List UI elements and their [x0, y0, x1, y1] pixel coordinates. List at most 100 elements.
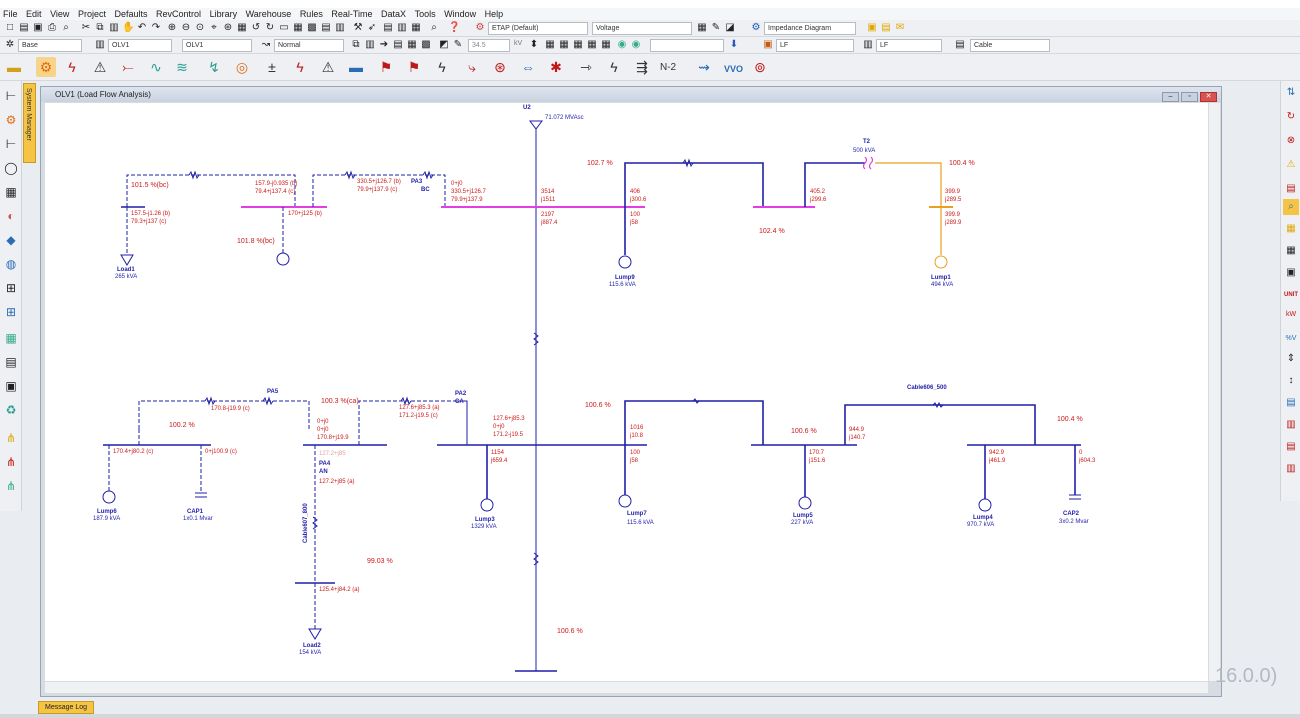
lump9-symbol[interactable] [618, 255, 632, 269]
network4-icon[interactable]: ▦ [587, 39, 597, 50]
map-icon[interactable]: ▦ [5, 331, 17, 345]
cap1-symbol[interactable] [195, 492, 207, 498]
cap2-symbol[interactable] [1069, 494, 1081, 500]
recycle-icon[interactable]: ♻ [5, 403, 17, 417]
lump6-symbol[interactable] [102, 490, 116, 504]
load-flow-run-icon[interactable]: ⚙ [36, 57, 56, 77]
arrow-icon[interactable]: ➶ [367, 22, 377, 33]
table-icon[interactable]: ▦ [293, 22, 303, 33]
branch-pa3[interactable] [312, 174, 446, 207]
waveform-icon[interactable]: ≋ [176, 59, 188, 75]
power-flow-icon[interactable]: ⚑ [379, 59, 393, 75]
report-manager-icon[interactable]: ▤ [1286, 183, 1296, 194]
status-icon[interactable]: ◉ [617, 39, 627, 50]
rail-icon[interactable]: ⇝ [698, 59, 710, 75]
chart-icon[interactable]: ▩ [307, 22, 317, 33]
wrench-icon[interactable]: ⚒ [353, 22, 363, 33]
network-tree-icon[interactable]: ⊢ [5, 89, 17, 103]
cable-view-icon[interactable]: ◐ [7, 209, 15, 223]
preset-gear-icon[interactable]: ⚙ [475, 22, 485, 33]
cable-select[interactable]: Cable [970, 39, 1050, 52]
ground-grid-view-icon[interactable]: ◯ [4, 161, 18, 175]
config-select[interactable]: Normal [274, 39, 344, 52]
percent-voltage-icon[interactable]: %V [1285, 335, 1297, 342]
menu-view[interactable]: View [50, 9, 70, 19]
menu-edit[interactable]: Edit [26, 9, 42, 19]
pan-icon[interactable]: ✋ [122, 22, 135, 33]
battery-icon[interactable]: ▬ [349, 59, 363, 75]
rotate-right-icon[interactable]: ↻ [265, 22, 275, 33]
menu-library[interactable]: Library [209, 9, 238, 19]
t2-symbol[interactable] [862, 156, 874, 170]
pq-icon[interactable]: ⊚ [754, 59, 766, 75]
oneline-select[interactable]: OLV1 [108, 39, 172, 52]
close-button[interactable]: ✕ [1200, 92, 1217, 102]
zoom-out-icon[interactable]: ⊖ [181, 22, 191, 33]
switch-icon[interactable]: ⇾ [580, 59, 592, 75]
config-arrow-icon[interactable]: ➔ [379, 39, 389, 50]
copy-icon[interactable]: ⧉ [96, 22, 104, 33]
transient-icon[interactable]: ϟ [438, 59, 446, 75]
config-icon[interactable]: ↝ [261, 39, 271, 50]
status2-icon[interactable]: ◉ [631, 39, 641, 50]
search-display-icon[interactable]: ⌕ [1283, 199, 1299, 215]
branch-cable606[interactable] [844, 404, 1036, 445]
stop-icon[interactable]: ⊗ [1286, 135, 1296, 146]
terminal-icon[interactable]: ▣ [5, 379, 17, 393]
branch-pa-left[interactable] [126, 174, 296, 207]
cable-icon[interactable]: ▤ [955, 39, 965, 50]
kv-edit-icon[interactable]: ✎ [453, 39, 463, 50]
menu-file[interactable]: File [3, 9, 18, 19]
unbalanced-icon[interactable]: ϟ [296, 59, 304, 75]
save-icon[interactable]: ▣ [33, 22, 43, 33]
system-manager-tab[interactable]: System Manager [23, 83, 36, 163]
diagram-select[interactable]: Impedance Diagram [764, 22, 856, 35]
pv-icon[interactable]: ⇅ [1286, 87, 1296, 98]
restore-button[interactable]: ▫ [1181, 92, 1198, 102]
zoom-area-icon[interactable]: ⊛ [223, 22, 233, 33]
hyperlink-icon[interactable]: ▤ [321, 22, 331, 33]
branch-to-t2[interactable] [804, 162, 865, 207]
branch-pa2-solid[interactable] [453, 400, 468, 445]
network-icon[interactable]: ▦ [545, 39, 555, 50]
reliability-icon[interactable]: ◎ [235, 59, 249, 75]
display-options-icon[interactable]: ▦ [697, 22, 707, 33]
cable-pull-icon[interactable]: ⇔ [521, 59, 535, 75]
alert-icon[interactable]: ⚠ [93, 59, 107, 75]
hierarchy2-icon[interactable]: ⋔ [5, 455, 17, 469]
motor-symbol[interactable] [276, 252, 290, 266]
config-view-icon[interactable]: ▩ [421, 39, 431, 50]
open-folder-icon[interactable]: ▤ [19, 22, 29, 33]
dc-icon[interactable]: ⤷ [468, 59, 476, 75]
n2-contingency-button[interactable]: N-2 [660, 62, 677, 73]
branch-pa5[interactable] [138, 400, 310, 429]
library-icon[interactable]: ▥ [335, 22, 345, 33]
coordination-icon[interactable]: ✱ [550, 59, 562, 75]
lightning-icon[interactable]: ϟ [68, 59, 76, 75]
oneline-diagram-canvas[interactable]: .bb { stroke:#1f1fa8; stroke-width:1.6; … [45, 103, 1208, 681]
config-edit-icon[interactable]: ▦ [407, 39, 417, 50]
menu-rules[interactable]: Rules [299, 9, 323, 19]
kw-kvar-icon[interactable]: kW [1285, 311, 1297, 318]
unit-icon[interactable]: UNIT [1284, 292, 1298, 298]
lump5-symbol[interactable] [798, 496, 812, 510]
harmonic-icon[interactable]: ∿ [150, 59, 162, 75]
config-apply-icon[interactable]: ▤ [393, 39, 403, 50]
qv-icon[interactable]: ⚑ [407, 59, 421, 75]
revision-select[interactable] [650, 39, 724, 52]
export4-icon[interactable]: ▥ [1286, 463, 1296, 474]
menu-help[interactable]: Help [484, 9, 504, 19]
menu-tools[interactable]: Tools [414, 9, 436, 19]
diagram-gear-icon[interactable]: ⚙ [751, 22, 761, 33]
horizontal-scrollbar[interactable] [45, 682, 1208, 693]
network2-icon[interactable]: ▦ [559, 39, 569, 50]
current2-icon[interactable]: ↕ [1288, 375, 1294, 386]
branch-t2-secondary[interactable] [875, 162, 942, 207]
menu-defaults[interactable]: Defaults [114, 9, 148, 19]
optimal-pf-icon[interactable]: ± [268, 59, 276, 75]
report3-icon[interactable]: ▦ [411, 22, 421, 33]
zoom-window-icon[interactable]: ⌖ [211, 22, 217, 33]
network3-icon[interactable]: ▦ [573, 39, 583, 50]
down-arrow-icon[interactable]: ⬇ [729, 39, 739, 50]
globe-icon[interactable]: ◍ [5, 257, 17, 271]
